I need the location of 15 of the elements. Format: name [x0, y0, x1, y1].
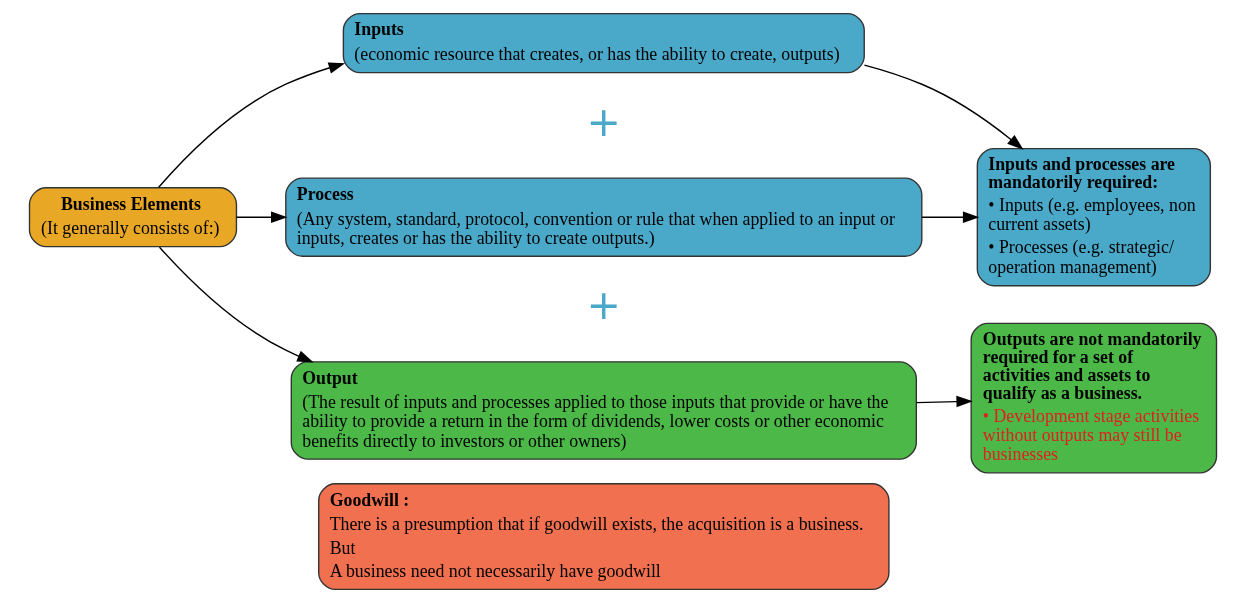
- node-box: Inputs (economic resource that creates, or has the ability to create, outputs): [342, 12, 865, 74]
- arrow: [915, 395, 973, 408]
- node-box: Process (Any system, standard, protocol, convention or rule that when applied to an input or inputs, creates or has the ability to create outputs.): [285, 177, 923, 257]
- node-box: Business Elements (It generally consists of:): [28, 187, 238, 248]
- node-box: Output (The result of inputs and processes applied to those inputs that provide or have the ability to provide a return in the form of dividends, lower costs or other economic benefits directly to investors or other owners): [290, 361, 917, 460]
- arrow: [158, 62, 346, 188]
- node-box: Outputs are not mandatorily required for a set of activities and assets to qualify as a business. • Development stage activities without outputs may still be businesses: [970, 322, 1218, 474]
- node-box: Goodwill : There is a presumption that if goodwill exists, the acquisition is a business. But A business need not necessarily have goodwill: [318, 483, 890, 591]
- arrow: [921, 211, 980, 223]
- node-box: Inputs and processes are mandatorily required: • Inputs (e.g. employees, non current assets) • Processes (e.g. strategic/ operation management): [976, 148, 1212, 287]
- arrow: [158, 246, 314, 363]
- arrow: [863, 64, 1024, 150]
- label: +: [586, 97, 622, 146]
- label: +: [586, 281, 622, 330]
- arrow: [235, 211, 288, 223]
